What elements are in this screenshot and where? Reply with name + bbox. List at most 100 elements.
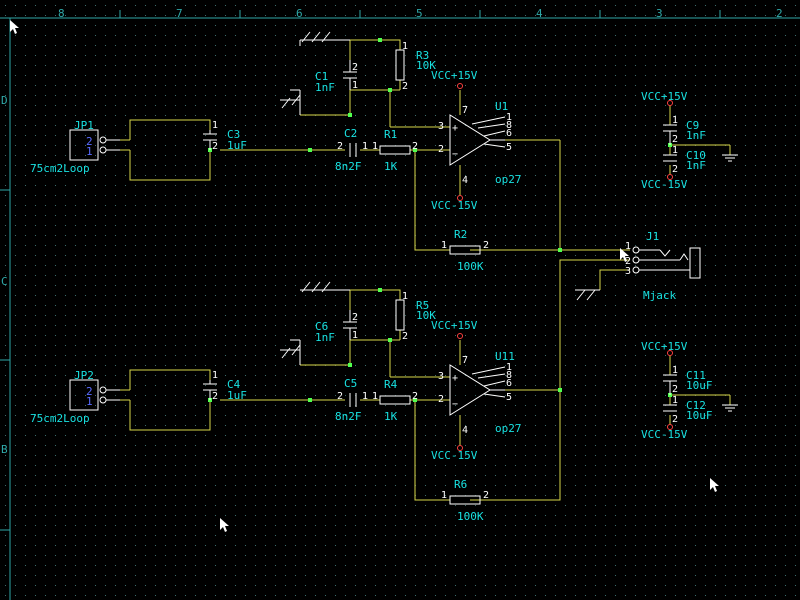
resistor-r4[interactable]	[379, 395, 411, 405]
ground-icon	[280, 31, 738, 412]
top-ruler: 8 7 6 5 4 3 2	[58, 7, 783, 20]
c1-value: 1nF	[315, 81, 335, 94]
svg-text:1: 1	[441, 240, 447, 251]
ruler-col-3: 3	[656, 7, 663, 20]
c2-ref: C2	[344, 127, 357, 140]
c10-vee-label: VCC-15V	[641, 178, 688, 191]
svg-text:1: 1	[212, 370, 218, 381]
capacitor-c10[interactable]	[663, 154, 677, 162]
capacitor-c9[interactable]	[663, 124, 677, 145]
svg-text:1: 1	[402, 41, 408, 52]
j1-pin2: 2	[625, 256, 631, 267]
power-pins	[457, 83, 673, 451]
connector-j1[interactable]	[632, 246, 701, 279]
capacitor-c1[interactable]	[343, 60, 357, 90]
r5-value: 10K	[416, 309, 436, 322]
svg-text:2: 2	[402, 81, 408, 92]
u11-ref: U11	[495, 350, 515, 363]
capacitor-c12[interactable]	[663, 404, 677, 412]
r4-value: 1K	[384, 410, 398, 423]
u1-vee-label: VCC-15V	[431, 199, 478, 212]
resistor-r5[interactable]	[395, 299, 405, 331]
c11-value: 10uF	[686, 379, 713, 392]
ruler-col-8: 8	[58, 7, 65, 20]
svg-text:1: 1	[506, 112, 512, 123]
svg-text:2: 2	[352, 312, 358, 323]
jp2-value: 75cm2Loop	[30, 412, 90, 425]
c9-vcc-label: VCC+15V	[641, 90, 688, 103]
c9-ref: C9	[686, 119, 699, 132]
wires[interactable]	[120, 39, 731, 501]
svg-text:+: +	[452, 373, 458, 384]
svg-text:2: 2	[212, 391, 218, 402]
ruler-col-2: 2	[776, 7, 783, 20]
svg-text:1: 1	[402, 291, 408, 302]
u1-vcc-label: VCC+15V	[431, 69, 478, 82]
c9-value: 1nF	[686, 129, 706, 142]
jp1-pin1: 1	[86, 145, 93, 158]
opamp-u1[interactable]: + −	[449, 114, 506, 166]
ruler-row-b: B	[1, 443, 8, 456]
resistor-r6[interactable]	[449, 495, 481, 505]
ruler-col-6: 6	[296, 7, 303, 20]
svg-text:2: 2	[438, 144, 444, 155]
svg-text:1: 1	[372, 391, 378, 402]
connector-jp1[interactable]: JP1 2 1 75cm2Loop	[30, 119, 120, 175]
connector-jp2[interactable]: JP2 2 1 75cm2Loop	[30, 369, 120, 425]
svg-text:1: 1	[212, 120, 218, 131]
svg-text:−: −	[452, 399, 458, 410]
svg-text:2: 2	[337, 391, 343, 402]
u11-vcc-label: VCC+15V	[431, 319, 478, 332]
c11-vcc-label: VCC+15V	[641, 340, 688, 353]
opamp-u11[interactable]: + −	[449, 364, 506, 416]
svg-text:2: 2	[352, 62, 358, 73]
c3-value: 1uF	[227, 139, 247, 152]
svg-text:8: 8	[506, 370, 512, 381]
c6-ref: C6	[315, 320, 328, 333]
c3-ref: C3	[227, 128, 240, 141]
u11-value: op27	[495, 422, 522, 435]
c4-ref: C4	[227, 378, 241, 391]
svg-text:2: 2	[672, 414, 678, 425]
r4-ref: R4	[384, 378, 398, 391]
capacitor-c11[interactable]	[663, 374, 677, 395]
c6-value: 1nF	[315, 331, 335, 344]
resistor-r3[interactable]	[395, 49, 405, 81]
j1-pin1: 1	[625, 241, 631, 252]
svg-text:2: 2	[438, 394, 444, 405]
svg-text:2: 2	[483, 240, 489, 251]
resistor-r2[interactable]	[449, 245, 481, 255]
j1-ref: J1	[646, 230, 659, 243]
u1-value: op27	[495, 173, 522, 186]
u1-ref: U1	[495, 100, 508, 113]
r1-value: 1K	[384, 160, 398, 173]
svg-text:2: 2	[672, 164, 678, 175]
r3-ref: R3	[416, 49, 429, 62]
ruler-col-4: 4	[536, 7, 543, 20]
svg-text:3: 3	[438, 121, 444, 132]
r2-value: 100K	[457, 260, 484, 273]
ruler-col-5: 5	[416, 7, 423, 20]
svg-text:3: 3	[438, 371, 444, 382]
c5-value: 8n2F	[335, 410, 362, 423]
c2-value: 8n2F	[335, 160, 362, 173]
jp1-ref: JP1	[74, 119, 94, 132]
r2-ref: R2	[454, 228, 467, 241]
capacitor-c5[interactable]	[349, 393, 357, 407]
capacitor-c6[interactable]	[343, 310, 357, 340]
svg-text:−: −	[452, 149, 458, 160]
capacitor-c2[interactable]	[349, 143, 357, 157]
capacitor-c4[interactable]	[203, 380, 217, 400]
svg-text:1: 1	[352, 330, 358, 341]
svg-text:+: +	[452, 123, 458, 134]
resistor-r1[interactable]	[379, 145, 411, 155]
svg-text:1: 1	[506, 362, 512, 373]
c10-value: 1nF	[686, 159, 706, 172]
r3-value: 10K	[416, 59, 436, 72]
c11-ref: C11	[686, 369, 706, 382]
svg-text:2: 2	[212, 141, 218, 152]
capacitor-c3[interactable]	[203, 130, 217, 150]
svg-text:8: 8	[506, 120, 512, 131]
